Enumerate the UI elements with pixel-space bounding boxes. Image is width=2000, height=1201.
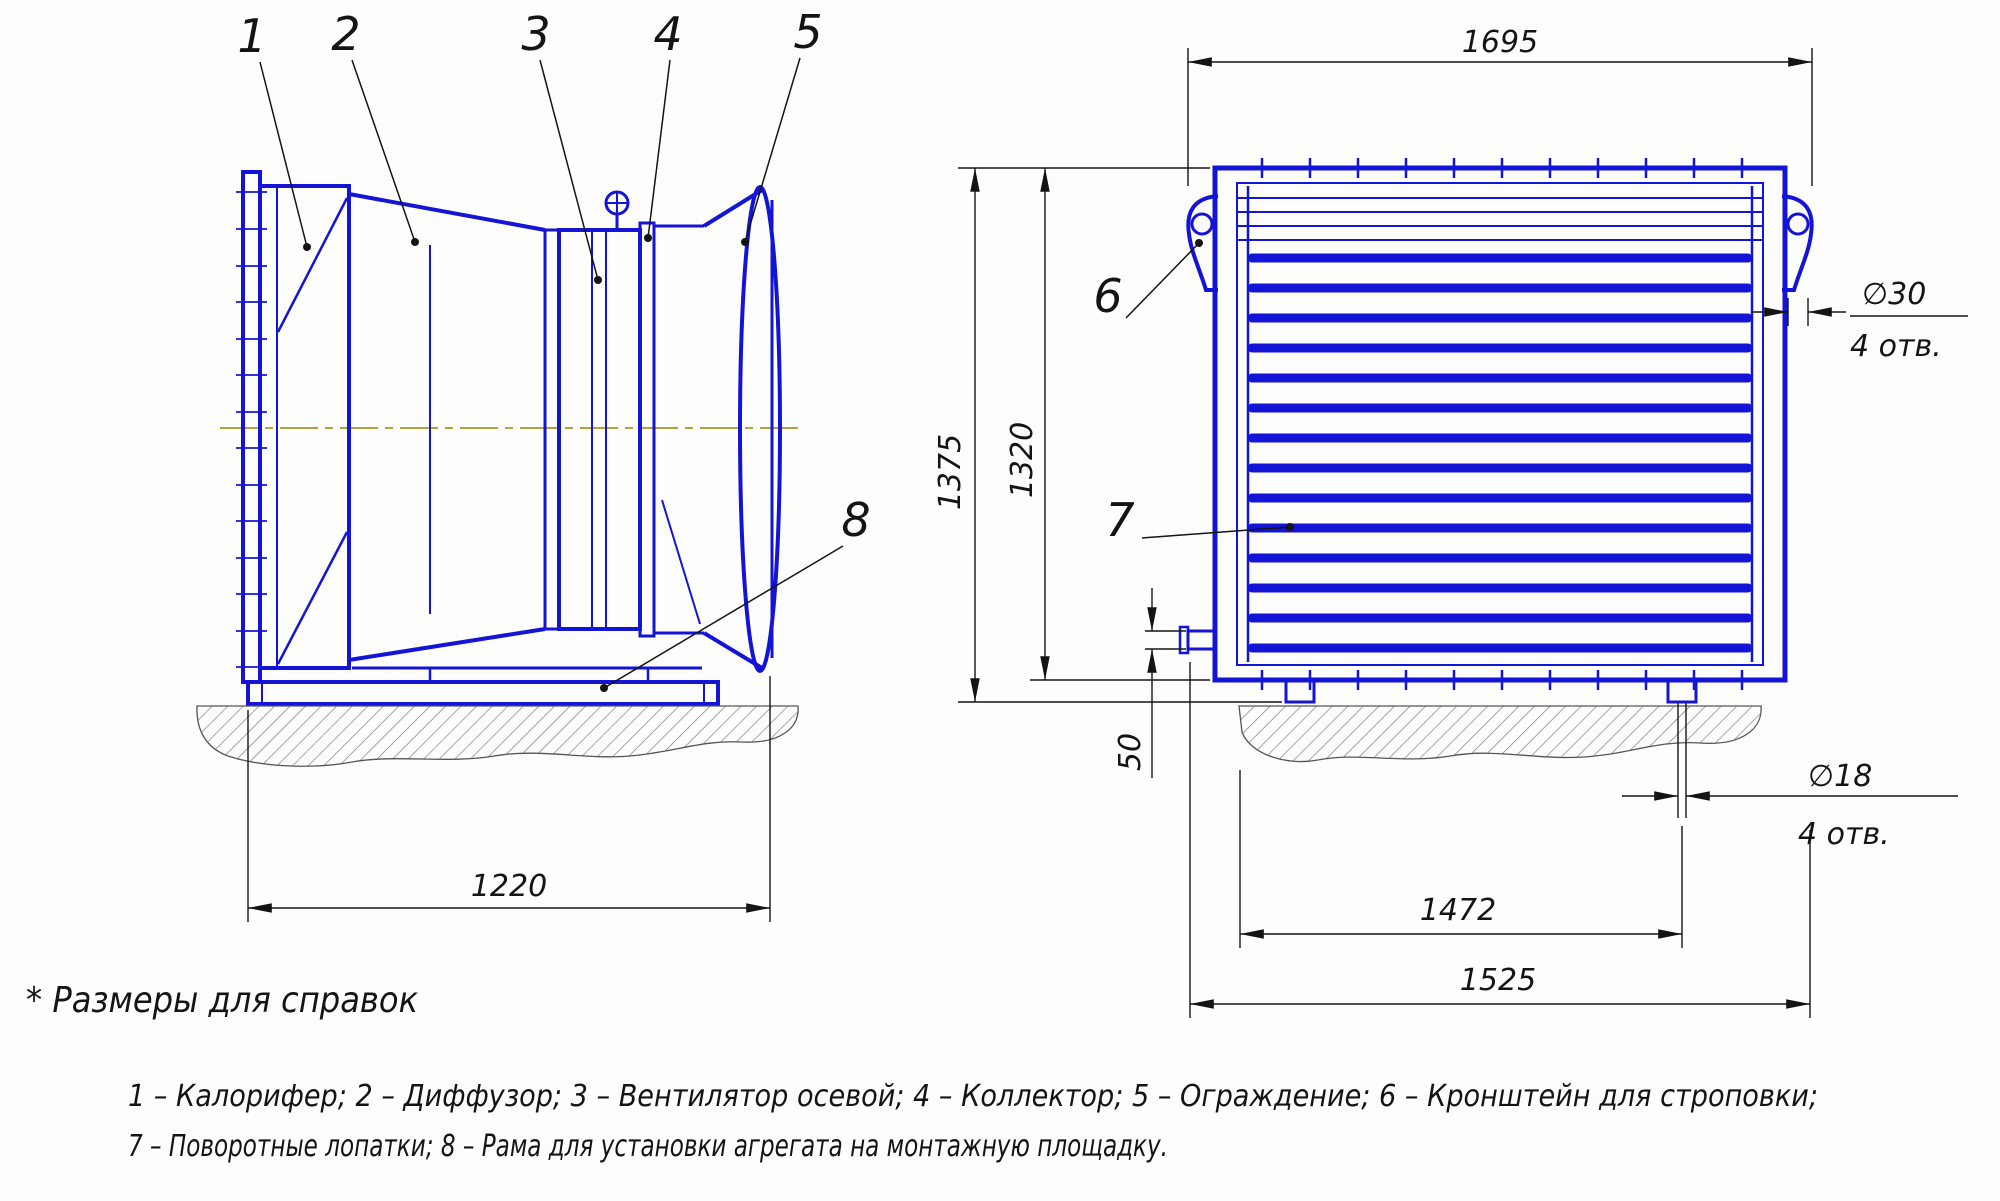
part-label-6: 6 [1093, 269, 1122, 323]
part-label-1: 1 [237, 9, 266, 63]
dimension-1525: 1525 [1460, 963, 1536, 998]
hole-bottom-diameter: ∅18 [1808, 759, 1872, 794]
diffuser-top [348, 192, 546, 232]
ground-hatch-right [1238, 705, 1762, 763]
housing-bolt-ticks [1260, 158, 1744, 690]
part-leader-dots [303, 234, 1294, 692]
part-label-2: 2 [331, 7, 360, 61]
front-view-dimensions [958, 48, 1968, 1018]
hole-top-quantity: 4 отв. [1850, 329, 1942, 364]
part-label-7: 7 [1105, 493, 1134, 547]
guard-ring [738, 185, 782, 673]
dimension-1220: 1220 [471, 869, 547, 904]
side-stub [1186, 629, 1218, 651]
dimension-1375: 1375 [933, 434, 968, 510]
side-view-dimensions [247, 676, 771, 922]
louver-housing [1212, 165, 1788, 683]
fan-casing [557, 228, 642, 631]
mount-foot-right [1666, 678, 1698, 704]
legend-line-1: 1 – Калорифер; 2 – Диффузор; 3 – Вентиля… [128, 1079, 1818, 1114]
part-label-3: 3 [521, 7, 550, 61]
dimension-50: 50 [1113, 733, 1148, 771]
base-frame [246, 680, 720, 706]
side-view [220, 170, 802, 706]
mount-foot-left [1284, 678, 1316, 704]
part-label-4: 4 [653, 7, 682, 61]
dimension-1695: 1695 [1462, 25, 1538, 60]
dimension-1472: 1472 [1420, 893, 1496, 928]
swivel-louvers [1247, 253, 1753, 653]
legend-line-2: 7 – Поворотные лопатки; 8 – Рама для уст… [128, 1129, 1168, 1164]
diffuser-bottom [348, 627, 546, 662]
part-leaders [259, 57, 1291, 689]
lifting-bracket-right [1781, 194, 1814, 292]
part-label-5: 5 [793, 5, 822, 59]
heater-body [258, 184, 351, 670]
lifting-bracket-left [1186, 194, 1219, 292]
part-label-8: 8 [841, 493, 870, 547]
dimension-1320: 1320 [1005, 422, 1040, 498]
top-grid-lines [1237, 197, 1763, 241]
front-view [1178, 158, 1814, 704]
hole-top-diameter: ∅30 [1862, 277, 1926, 312]
flange-bolt-ticks [236, 191, 267, 668]
hole-bottom-quantity: 4 отв. [1798, 817, 1890, 852]
ground-hatch-left [196, 705, 799, 767]
reference-note: * Размеры для справок [26, 980, 418, 1021]
